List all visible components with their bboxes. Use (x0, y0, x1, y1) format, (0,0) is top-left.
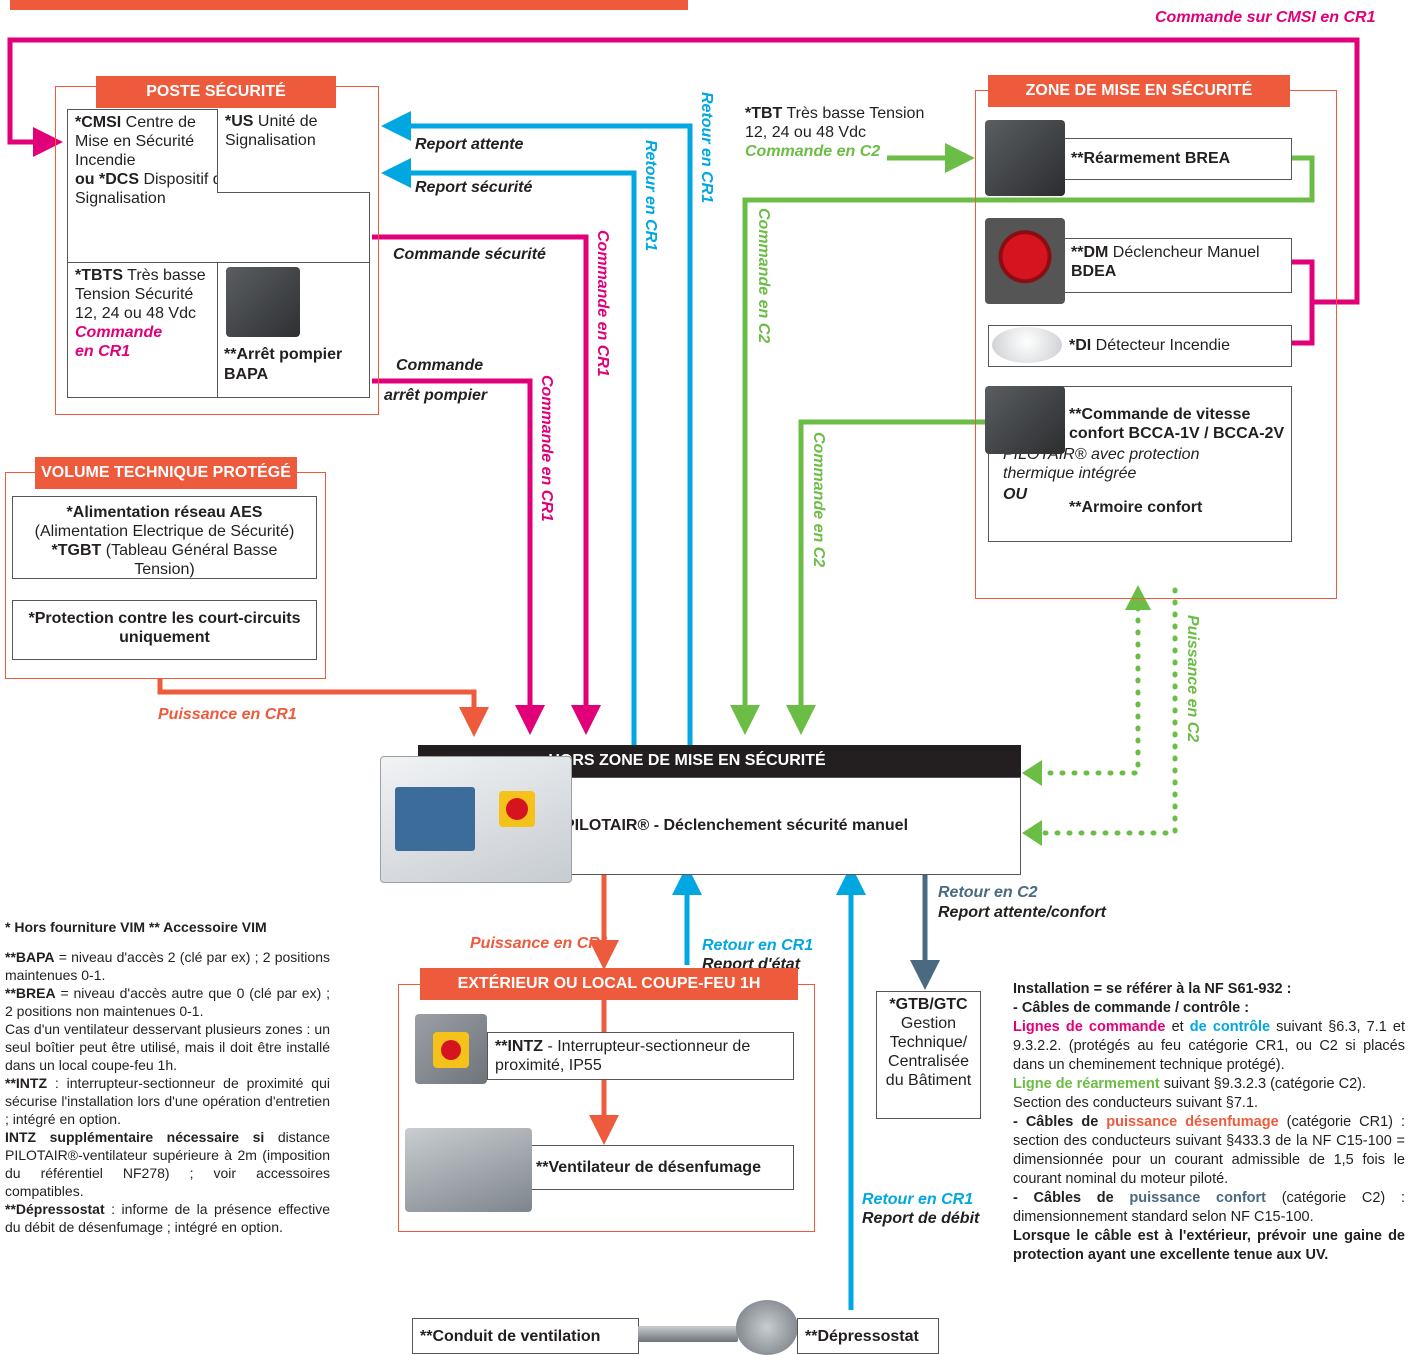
bcca-device-image (985, 386, 1065, 454)
conduit-box: **Conduit de ventilation (412, 1318, 639, 1354)
poste-securite-header: POSTE SÉCURITÉ (96, 76, 336, 108)
label-report-debit: Report de débit (862, 1210, 980, 1227)
label-report-attente-confort: Report attente/confort (938, 904, 1106, 921)
us-box: *US Unité de Signalisation (217, 109, 370, 193)
zone-header: ZONE DE MISE EN SÉCURITÉ (988, 75, 1290, 107)
dm-device-image (985, 218, 1065, 304)
wire-cmsi-cr1 (7, 37, 1360, 346)
wire-puissance-c2-2 (1037, 587, 1178, 836)
top-banner (10, 0, 688, 10)
wire-bcca (786, 419, 987, 735)
bapa-device-image (226, 267, 300, 337)
label-commande-c2-b: Commande en C2 (810, 432, 827, 568)
main-switch-icon (499, 791, 535, 827)
label-commande-cr1-a: Commande en CR1 (594, 230, 611, 377)
label-retour-cr1-a: Retour en CR1 (698, 92, 715, 204)
brea-device-image (985, 120, 1065, 196)
label-retour-cr1-debit: Retour en CR1 (862, 1191, 974, 1208)
protection-box: *Protection contre les court-circuits un… (12, 600, 317, 660)
label-commande-securite: Commande sécurité (393, 246, 546, 263)
label-report-securite: Report sécurité (415, 179, 533, 196)
depressostat-box: **Dépressostat (797, 1318, 939, 1354)
label-commande-arret-1: Commande (396, 357, 484, 374)
label-commande-cr1-b: Commande en CR1 (538, 375, 555, 522)
wire-commande-arret (372, 378, 545, 735)
ventilateur-device-image (405, 1128, 532, 1212)
dm-box: **DM Déclencheur Manuel BDEA (1063, 238, 1292, 293)
aes-box: *Alimentation réseau AES (Alimentation E… (12, 496, 317, 579)
notes-left: * Hors fourniture VIM ** Accessoire VIM … (5, 919, 330, 1235)
di-device-image (992, 327, 1062, 363)
label-retour-c2: Retour en C2 (938, 884, 1038, 901)
label-puissance-cr1-b: Puissance en CR1 (470, 935, 609, 952)
wire-retour-2 (381, 158, 637, 760)
wire-rearmement (730, 155, 1315, 735)
depressostat-device-image (736, 1300, 798, 1355)
exterieur-header: EXTÉRIEUR OU LOCAL COUPE-FEU 1H (420, 968, 798, 1000)
wire-retour-1 (381, 111, 693, 760)
wire-puissance-c2-1 (1037, 605, 1141, 776)
label-puissance-cr1-a: Puissance en CR1 (158, 706, 297, 723)
label-retour-cr1-etat: Retour en CR1 (702, 937, 814, 954)
pilotair-device-image (380, 756, 572, 883)
label-retour-cr1-b: Retour en CR1 (642, 140, 659, 252)
wire-commande-securite (372, 234, 601, 735)
conduit-pipe-image (638, 1326, 738, 1342)
ventilateur-box: **Ventilateur de désenfumage (527, 1145, 794, 1190)
gtb-box: *GTB/GTC Gestion Technique/ Centralisée … (876, 991, 981, 1119)
tbts-box: *TBTS Très basse Tension Sécurité 12, 24… (67, 262, 218, 398)
label-report-attente: Report attente (415, 136, 524, 153)
tbt-text: *TBT Très basse Tension 12, 24 ou 48 Vdc… (745, 105, 925, 160)
wire-dm-join (1292, 259, 1315, 302)
brea-box: **Réarmement BREA (1063, 138, 1292, 180)
volume-header: VOLUME TECHNIQUE PROTÉGÉ (35, 457, 297, 489)
wire-puissance-cr1 (157, 678, 489, 737)
label-commande-c2-a: Commande en C2 (755, 208, 772, 344)
notes-right: Installation = se référer à la NF S61-93… (1013, 981, 1405, 1263)
intz-box: **INTZ - Interrupteur-sectionneur de pro… (487, 1032, 794, 1080)
label-commande-cmsi: Commande sur CMSI en CR1 (1155, 9, 1376, 26)
label-commande-arret-2: arrêt pompier (384, 387, 488, 404)
intz-device-image (415, 1014, 487, 1084)
label-puissance-c2: Puissance en C2 (1184, 615, 1201, 743)
